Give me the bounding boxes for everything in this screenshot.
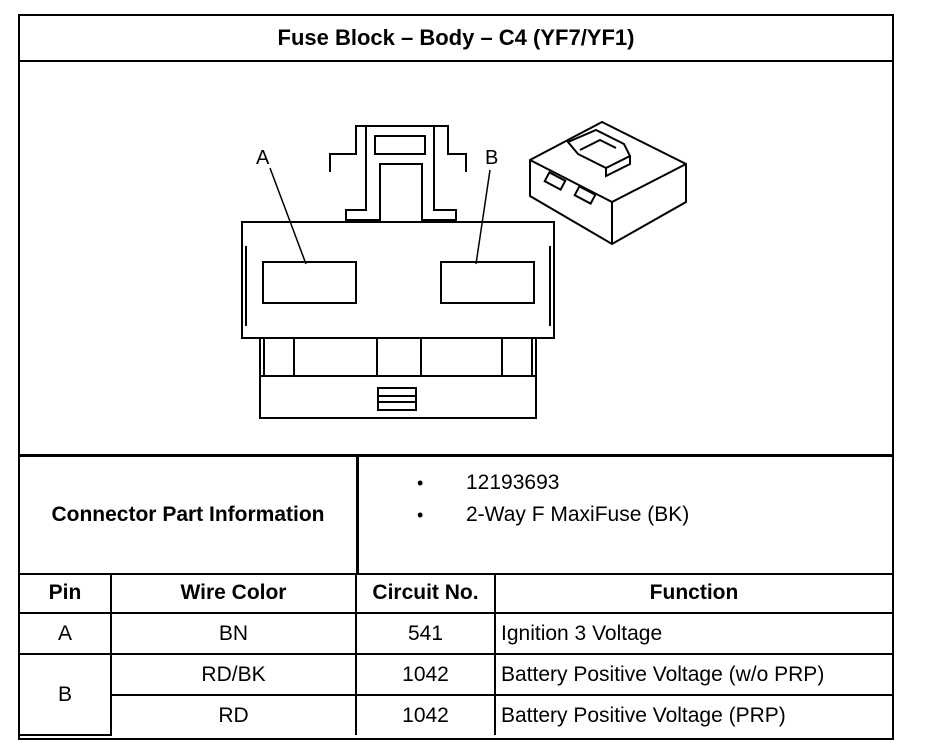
function-cell: Battery Positive Voltage (w/o PRP): [494, 653, 892, 696]
table-row: RD 1042 Battery Positive Voltage (PRP): [20, 694, 892, 735]
bullet-icon: •: [417, 505, 424, 525]
connector-3d-view: [529, 120, 687, 246]
iso-cavity-left: [543, 171, 567, 191]
cavity-label-a: A: [256, 147, 270, 169]
bullet-icon: •: [417, 473, 424, 493]
wire-color-cell: RD: [110, 694, 357, 735]
cavity-label-b: B: [485, 147, 498, 169]
skirt-tab-right: [501, 337, 533, 377]
connector-skirt: [259, 337, 537, 419]
circuit-cell: 541: [355, 612, 496, 655]
skirt-key: [377, 387, 417, 411]
leader-line-a: [269, 167, 307, 265]
connector-face-svg: A B: [241, 120, 687, 419]
part-description: 2-Way F MaxiFuse (BK): [466, 503, 690, 526]
latch-window: [374, 135, 426, 155]
part-info-list: • 12193693 • 2-Way F MaxiFuse (BK): [359, 457, 892, 573]
header-circuit: Circuit No.: [355, 573, 496, 614]
connector-drawing: A B: [20, 60, 892, 457]
part-number-item: • 12193693: [359, 469, 892, 499]
circuit-cell: 1042: [355, 694, 496, 735]
iso-latch-detail: [579, 138, 617, 151]
table-row: B RD/BK 1042 Battery Positive Voltage (w…: [20, 653, 892, 736]
part-info-label: Connector Part Information: [20, 457, 359, 573]
leader-line-b: [475, 169, 491, 265]
part-number: 12193693: [466, 471, 560, 494]
pin-cell: B: [20, 653, 112, 736]
header-function: Function: [494, 573, 892, 614]
iso-latch-side: [605, 156, 631, 178]
connector-info-sheet: Fuse Block – Body – C4 (YF7/YF1): [18, 14, 894, 740]
cavity-a: [262, 261, 357, 304]
iso-body-outline: [529, 120, 687, 246]
pin-table: Pin Wire Color Circuit No. Function A BN…: [20, 573, 892, 736]
skirt-tab-center: [376, 337, 422, 377]
header-wire-color: Wire Color: [110, 573, 357, 614]
cavity-b: [440, 261, 535, 304]
connector-latch: [329, 125, 467, 172]
wire-color-cell: BN: [110, 612, 357, 655]
pin-table-header: Pin Wire Color Circuit No. Function: [20, 573, 892, 614]
iso-cavity-right: [573, 185, 597, 205]
latch-inner-outline: [345, 126, 457, 221]
table-row: A BN 541 Ignition 3 Voltage: [20, 612, 892, 655]
sheet-title: Fuse Block – Body – C4 (YF7/YF1): [20, 16, 892, 62]
skirt-tab-left: [263, 337, 295, 377]
header-pin: Pin: [20, 573, 112, 614]
wire-color-cell: RD/BK: [110, 653, 357, 696]
circuit-cell: 1042: [355, 653, 496, 696]
part-description-item: • 2-Way F MaxiFuse (BK): [359, 501, 892, 531]
function-cell: Ignition 3 Voltage: [494, 612, 892, 655]
function-cell: Battery Positive Voltage (PRP): [494, 694, 892, 735]
connector-body: [241, 221, 555, 339]
pin-cell: A: [20, 612, 112, 655]
connector-part-information: Connector Part Information • 12193693 • …: [20, 457, 892, 575]
